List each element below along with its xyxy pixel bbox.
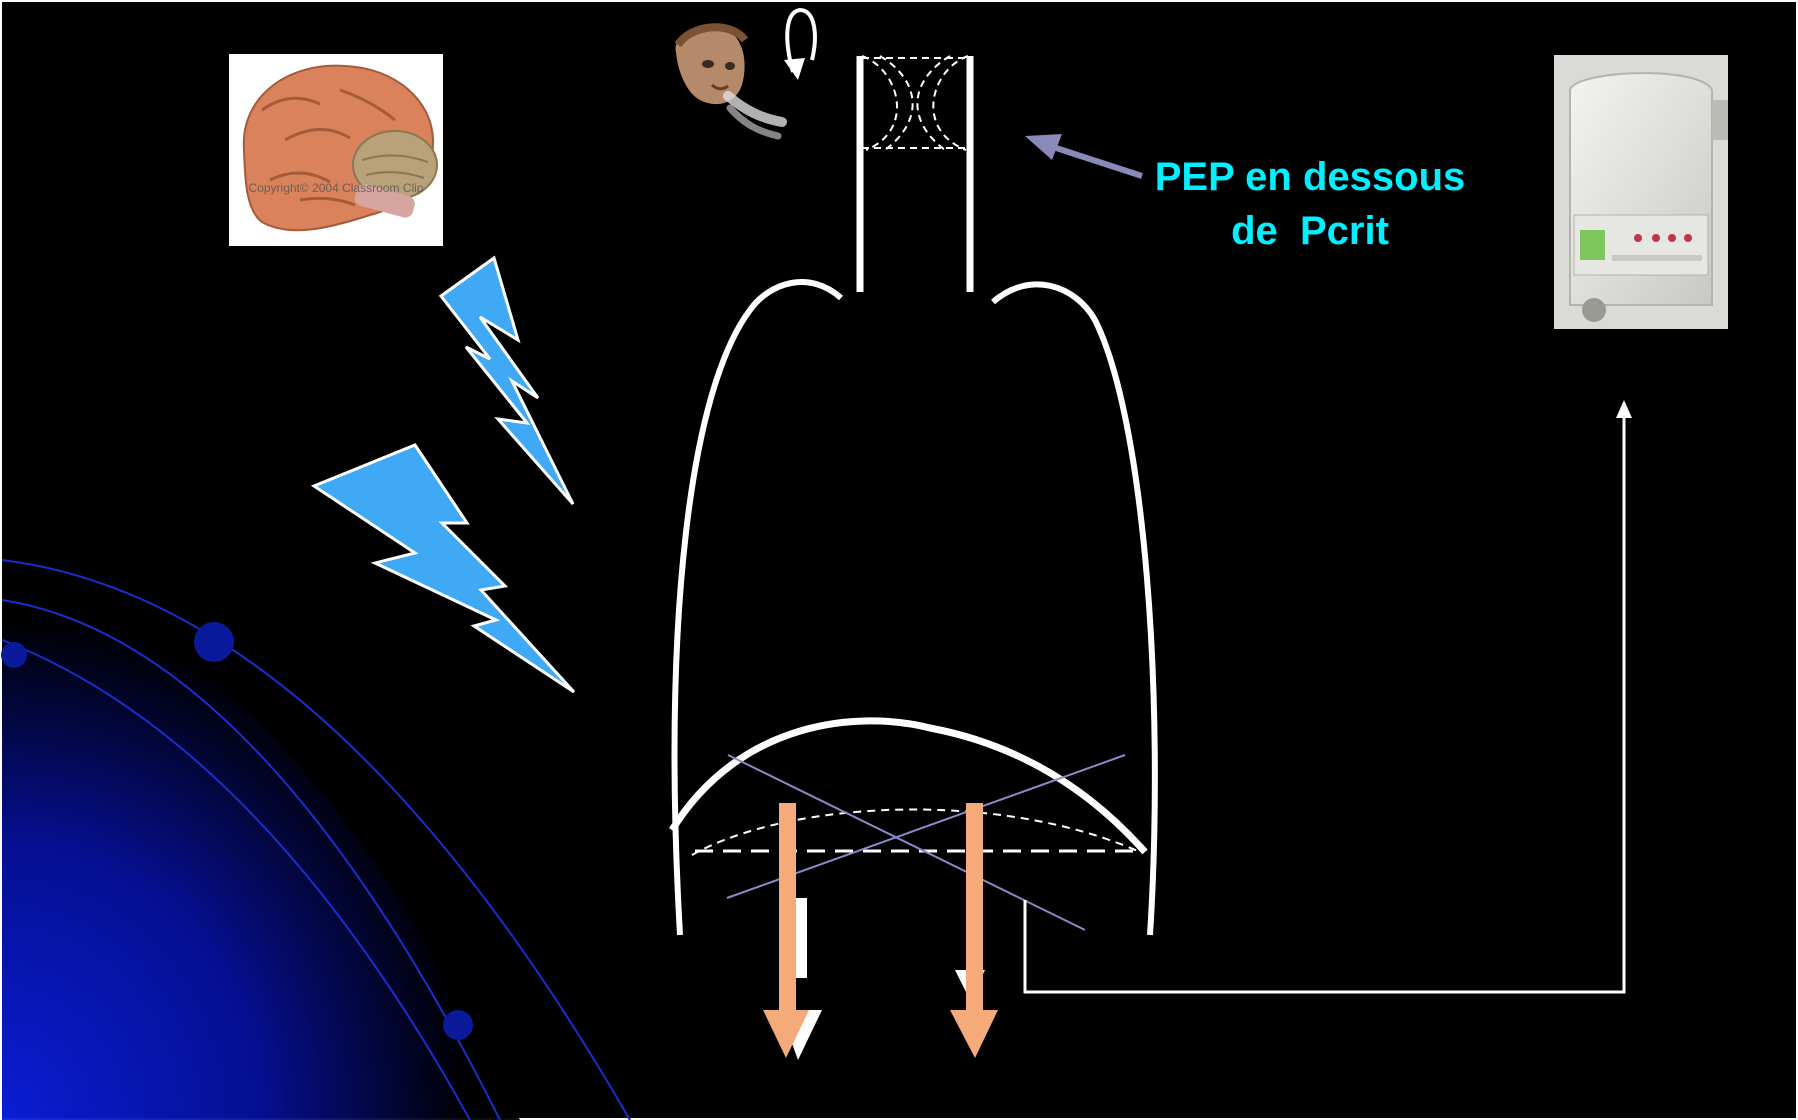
- downward-arrow: [950, 803, 998, 1058]
- lightning-bolt-icon: [314, 445, 574, 692]
- annotation-line1: PEP en dessous: [1130, 150, 1490, 204]
- pointer-arrow: [1025, 134, 1142, 176]
- annotation-line2: de Pcrit: [1130, 204, 1490, 258]
- downward-arrow: [763, 803, 822, 1060]
- annotation-label: PEP en dessous de Pcrit: [1130, 150, 1490, 258]
- thorax-outline: [675, 282, 1155, 935]
- brain-image: Copyright© 2004 Classroom Clip: [229, 54, 443, 246]
- connection-arrowhead: [1616, 400, 1632, 418]
- orbit-node: [443, 1010, 473, 1040]
- airway-collapse-dashes: [862, 56, 968, 150]
- lightning-bolt-icon: [441, 258, 573, 504]
- face-breathing-icon: [676, 26, 782, 136]
- rotate-arrow-icon: [784, 10, 815, 80]
- orbit-node: [1, 642, 27, 668]
- background-decoration: [1, 560, 630, 1120]
- cpap-device-image: [1554, 55, 1728, 329]
- airway-tube: [860, 56, 970, 292]
- sensor-connection: [1025, 410, 1624, 992]
- brain-watermark: Copyright© 2004 Classroom Clip: [249, 181, 424, 195]
- orbit-node: [194, 622, 234, 662]
